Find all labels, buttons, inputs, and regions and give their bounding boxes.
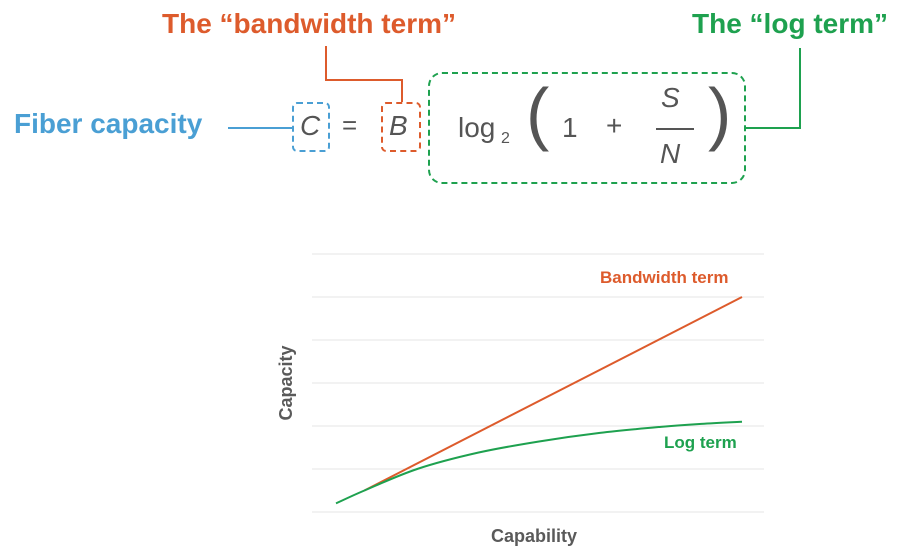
fraction-bar <box>656 128 694 130</box>
series-label-log: Log term <box>664 433 737 452</box>
x-axis-title: Capability <box>491 526 577 546</box>
equation-c: C <box>300 110 321 141</box>
equation-plus: + <box>606 110 623 141</box>
fiber-capacity-label: Fiber capacity <box>14 108 203 139</box>
log-term-line <box>335 420 743 505</box>
equation-n: N <box>660 138 681 169</box>
equation-log: log <box>458 112 496 143</box>
b-box <box>381 102 421 152</box>
c-box <box>292 102 330 152</box>
bandwidth-term-label: The “bandwidth term” <box>162 8 456 39</box>
y-axis-title: Capacity <box>276 345 296 420</box>
equation-log-base: 2 <box>501 130 510 147</box>
equation-one: 1 <box>562 112 578 143</box>
log-term-label: The “log term” <box>692 8 889 39</box>
equation-b: B <box>389 110 408 141</box>
bandwidth-term-line <box>363 296 743 492</box>
equation-close-paren: ) <box>708 74 732 152</box>
equation-equals: = <box>342 110 358 140</box>
series-label-bandwidth: Bandwidth term <box>600 268 728 287</box>
log-term-box <box>428 72 746 184</box>
bandwidth-connector <box>325 46 403 102</box>
equation-open-paren: ( <box>526 74 550 152</box>
equation-s: S <box>661 82 680 113</box>
log-connector <box>746 48 801 129</box>
series-lines <box>335 296 743 505</box>
grid <box>312 253 764 513</box>
